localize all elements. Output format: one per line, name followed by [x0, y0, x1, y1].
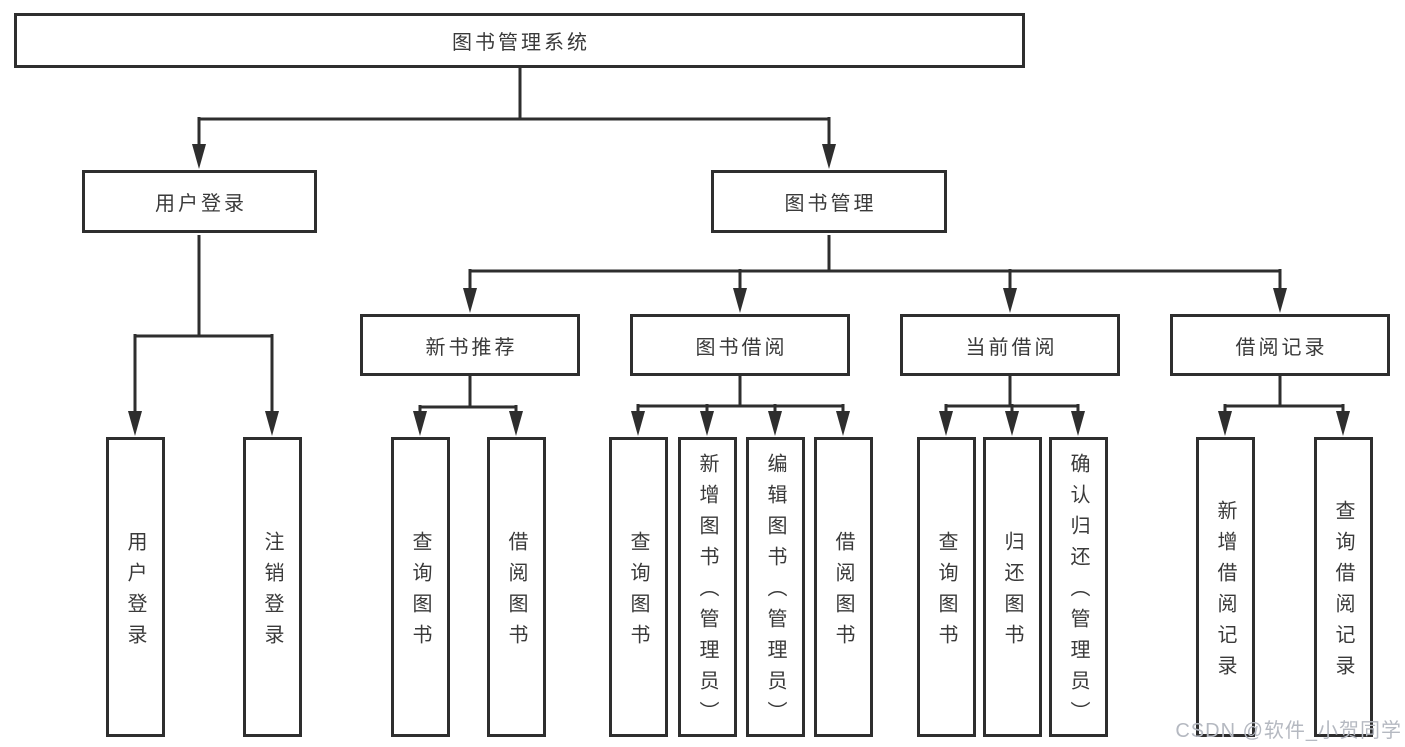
node-label: 新增图书（管理员） — [696, 453, 718, 732]
node-label: 编辑图书（管理员） — [764, 453, 786, 732]
node-library-management-system: 图书管理系统 — [14, 13, 1025, 68]
leaf-return-books: 归还图书 — [982, 437, 1042, 737]
node-label: 用户登录 — [155, 193, 247, 215]
leaf-borrow-books-recommend: 借阅图书 — [486, 437, 546, 737]
leaf-query-borrow-record: 查询借阅记录 — [1313, 437, 1373, 737]
node-label: 图书管理系统 — [452, 32, 590, 54]
arrowhead-icons — [128, 144, 1350, 436]
watermark-text: CSDN @软件_小贺同学 — [1175, 720, 1402, 742]
leaf-query-books-borrow: 查询图书 — [608, 437, 668, 737]
node-borrowing-records: 借阅记录 — [1170, 314, 1390, 376]
node-label: 借阅图书 — [832, 530, 854, 655]
leaf-borrow-books: 借阅图书 — [813, 437, 873, 737]
node-label: 新增借阅记录 — [1214, 499, 1236, 686]
node-label: 图书借阅 — [695, 336, 788, 359]
node-label: 查询借阅记录 — [1332, 499, 1354, 686]
node-label: 归还图书 — [1001, 530, 1023, 655]
node-label: 借阅图书 — [505, 530, 527, 655]
node-label: 查询图书 — [935, 530, 957, 655]
leaf-query-books-current: 查询图书 — [916, 437, 976, 737]
node-label: 新书推荐 — [425, 336, 518, 359]
node-book-borrowing: 图书借阅 — [630, 314, 850, 376]
leaf-confirm-return-admin: 确认归还（管理员） — [1048, 437, 1108, 737]
node-label: 注销登录 — [261, 530, 283, 655]
leaf-add-borrow-record: 新增借阅记录 — [1195, 437, 1255, 737]
node-book-management: 图书管理 — [711, 170, 947, 233]
node-label: 查询图书 — [409, 530, 431, 655]
node-label: 图书管理 — [784, 193, 877, 215]
node-user-login: 用户登录 — [82, 170, 317, 233]
node-new-book-recommendation: 新书推荐 — [360, 314, 580, 376]
leaf-query-books-recommend: 查询图书 — [390, 437, 450, 737]
leaf-logout: 注销登录 — [242, 437, 302, 737]
leaf-add-books-admin: 新增图书（管理员） — [677, 437, 737, 737]
node-label: 查询图书 — [627, 530, 649, 655]
leaf-edit-books-admin: 编辑图书（管理员） — [745, 437, 805, 737]
node-label: 确认归还（管理员） — [1067, 453, 1089, 732]
node-label: 用户登录 — [124, 530, 146, 655]
node-label: 当前借阅 — [965, 336, 1058, 359]
node-current-borrowing: 当前借阅 — [900, 314, 1120, 376]
leaf-user-login: 用户登录 — [105, 437, 165, 737]
node-label: 借阅记录 — [1235, 336, 1328, 359]
